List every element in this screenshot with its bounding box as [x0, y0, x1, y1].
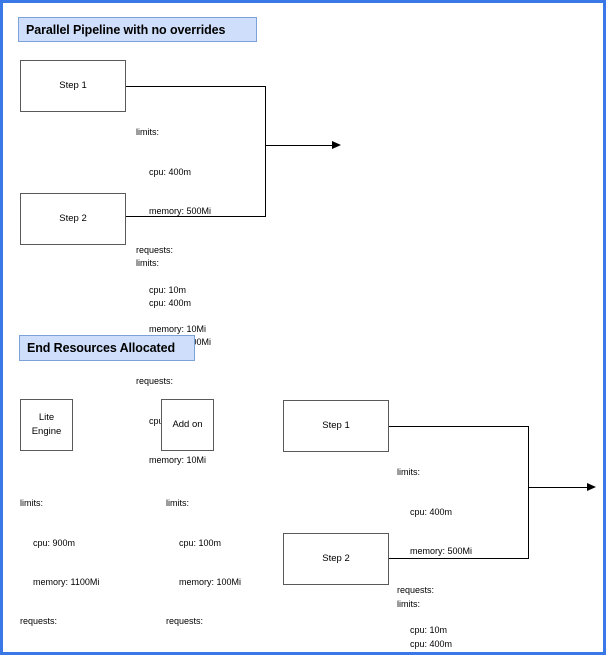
limits-label: limits:: [136, 258, 159, 269]
node-lite-engine[interactable]: Lite Engine: [20, 399, 73, 451]
edge-top-step1-horizontal: [126, 86, 266, 87]
section-title-parallel-pipeline: Parallel Pipeline with no overrides: [18, 17, 257, 42]
node-label: Step 1: [322, 420, 350, 432]
limits-label: limits:: [166, 498, 189, 509]
node-top-step-1[interactable]: Step 1: [20, 60, 126, 112]
requests-cpu: cpu: 10m: [410, 624, 448, 635]
limits-cpu: cpu: 400m: [410, 638, 453, 649]
limits-cpu: cpu: 100m: [179, 537, 222, 548]
section-title-end-resources-allocated: End Resources Allocated: [19, 335, 195, 361]
limits-label: limits:: [397, 599, 420, 610]
node-top-step-2[interactable]: Step 2: [20, 193, 126, 245]
node-bottom-step-2[interactable]: Step 2: [283, 533, 389, 585]
node-label-line1: Lite: [38, 412, 55, 424]
resources-lite-engine: limits: cpu: 900m memory: 1100Mi request…: [20, 471, 100, 652]
requests-cpu: cpu: 10m: [149, 284, 187, 295]
edge-bottom-step1-horizontal: [389, 426, 529, 427]
limits-cpu: cpu: 400m: [410, 506, 453, 517]
resources-bottom-step-2: limits: cpu: 400m memory: 500Mi requests…: [397, 572, 472, 652]
requests-label: requests:: [166, 616, 204, 627]
node-label-line2: Engine: [31, 426, 62, 437]
edge-top-output-horizontal: [265, 145, 333, 146]
requests-label: requests:: [136, 245, 174, 256]
arrow-top-output: [332, 141, 341, 149]
requests-memory: memory: 10Mi: [149, 324, 207, 335]
limits-memory: memory: 500Mi: [410, 546, 473, 556]
resources-top-step-2: limits: cpu: 400m memory: 500Mi requests…: [136, 231, 211, 494]
limits-memory: memory: 100Mi: [179, 577, 242, 587]
node-label: Step 2: [322, 553, 350, 565]
requests-memory: memory: 10Mi: [149, 455, 207, 466]
requests-label: requests:: [397, 585, 435, 596]
limits-label: limits:: [397, 467, 420, 478]
requests-label: requests:: [136, 376, 174, 387]
requests-label: requests:: [20, 616, 58, 627]
resources-add-on: limits: cpu: 100m memory: 100Mi requests…: [166, 471, 242, 652]
node-label: Add on: [172, 419, 203, 431]
resources-bottom-step-1: limits: cpu: 400m memory: 500Mi requests…: [397, 440, 473, 652]
node-label: Step 1: [59, 80, 87, 92]
limits-cpu: cpu: 400m: [149, 297, 192, 308]
limits-cpu: cpu: 900m: [33, 537, 76, 548]
arrow-bottom-output: [587, 483, 596, 491]
limits-memory: memory: 1100Mi: [33, 577, 100, 587]
node-label: Step 2: [59, 213, 87, 225]
resources-top-step-1: limits: cpu: 400m memory: 500Mi requests…: [136, 100, 211, 363]
limits-memory: memory: 500Mi: [149, 206, 212, 216]
limits-label: limits:: [20, 498, 43, 509]
edge-top-merge-vertical: [265, 86, 266, 217]
node-bottom-step-1[interactable]: Step 1: [283, 400, 389, 452]
edge-bottom-output-horizontal: [528, 487, 588, 488]
edge-bottom-step2-horizontal: [389, 558, 529, 559]
limits-label: limits:: [136, 127, 159, 138]
limits-cpu: cpu: 400m: [149, 166, 192, 177]
edge-bottom-merge-vertical: [528, 426, 529, 559]
node-add-on[interactable]: Add on: [161, 399, 214, 451]
edge-top-step2-horizontal: [126, 216, 266, 217]
